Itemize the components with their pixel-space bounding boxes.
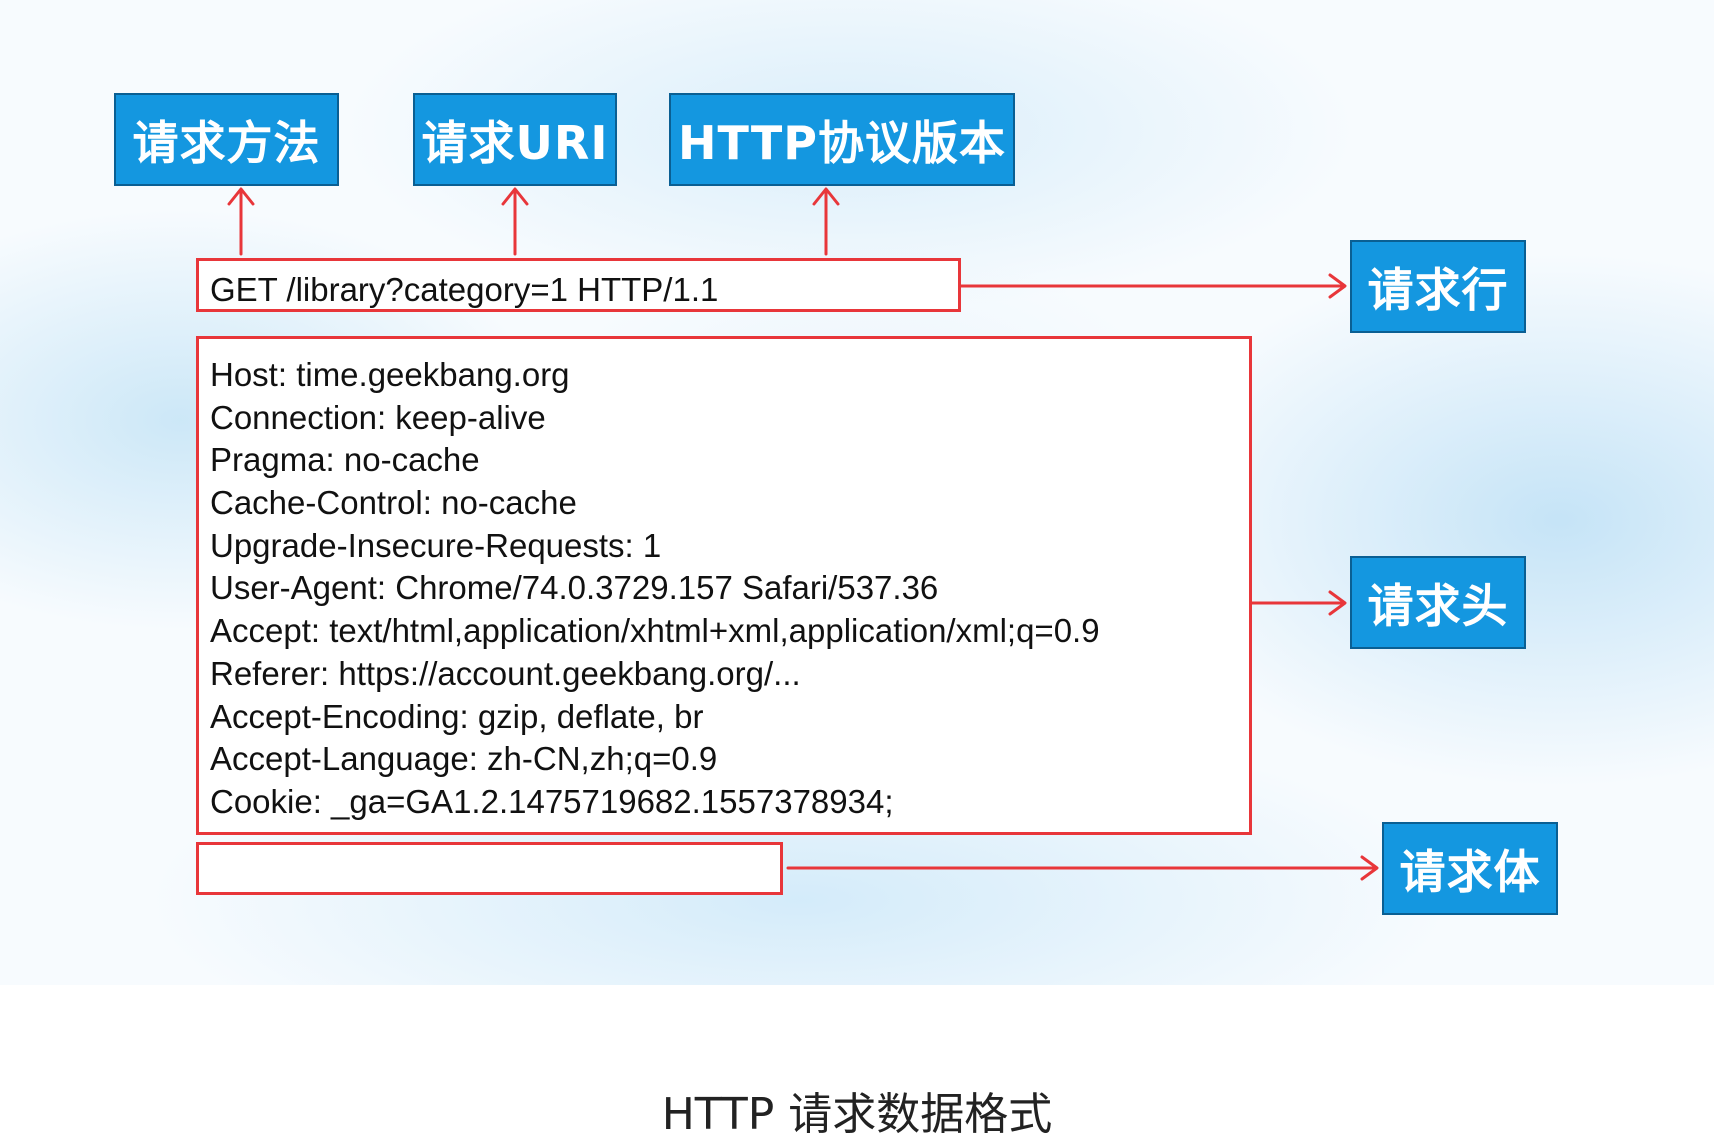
header-line: Accept-Language: zh-CN,zh;q=0.9 [210,740,718,778]
label-request-headers: 请求头 [1350,556,1526,649]
header-line: Pragma: no-cache [210,441,480,479]
header-line: Host: time.geekbang.org [210,356,570,393]
label-request-uri: 请求URI [413,93,617,186]
label-http-version: HTTP协议版本 [669,93,1015,186]
arrow-to-request-line [959,273,1347,299]
request-line-text: GET /library?category=1 HTTP/1.1 [210,271,719,308]
request-headers-box [196,336,1252,835]
header-line: Referer: https://account.geekbang.org/..… [210,654,801,692]
header-line: Accept-Encoding: gzip, deflate, br [210,697,704,735]
arrow-to-uri [501,187,529,256]
arrow-to-request-headers [1250,590,1347,616]
header-line: Cookie: _ga=GA1.2.1475719682.1557378934; [210,782,894,820]
http-request-diagram: 请求方法 请求URI HTTP协议版本 请求行 请求头 请求体 GET /lib… [0,0,1714,985]
arrow-to-request-body [786,855,1379,881]
label-request-body: 请求体 [1382,822,1558,915]
header-line: Accept: text/html,application/xhtml+xml,… [210,612,1100,650]
label-request-line: 请求行 [1350,240,1526,333]
header-line: User-Agent: Chrome/74.0.3729.157 Safari/… [210,569,939,607]
arrows [227,187,1379,881]
arrow-to-method [227,187,255,256]
header-line: Cache-Control: no-cache [210,484,577,522]
request-body-box [196,842,783,895]
request-line-box [196,258,961,312]
arrow-to-version [812,187,840,256]
header-line: Upgrade-Insecure-Requests: 1 [210,526,662,564]
label-request-method: 请求方法 [114,93,339,186]
header-line: Connection: keep-alive [210,398,546,436]
figure-caption: HTTP 请求数据格式 [661,1089,1053,1140]
